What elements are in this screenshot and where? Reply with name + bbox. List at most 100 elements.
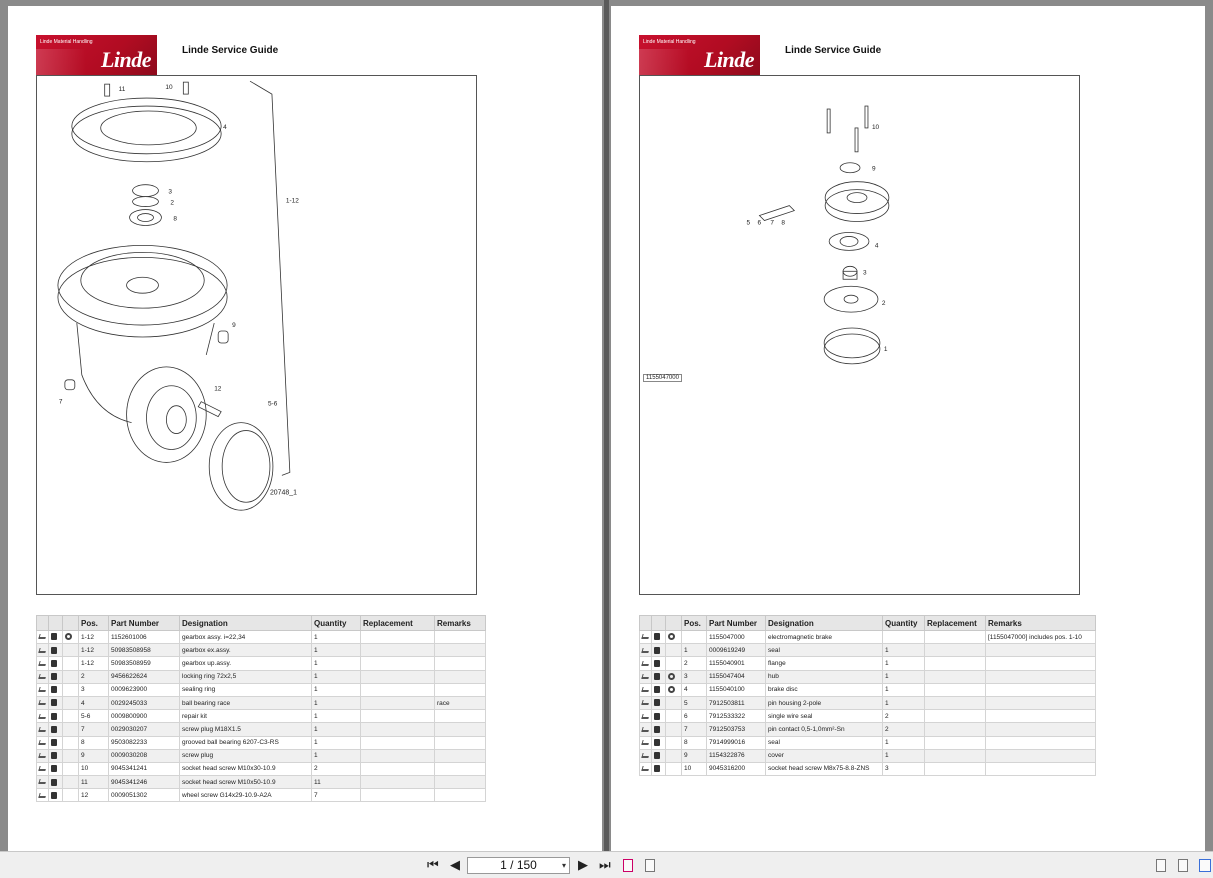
- cart-icon[interactable]: [641, 726, 650, 732]
- callout-2: 2: [170, 200, 174, 207]
- book-icon[interactable]: [654, 752, 660, 760]
- cell-pos: [681, 629, 707, 645]
- gear-icon[interactable]: [65, 633, 72, 641]
- cart-icon[interactable]: [38, 792, 47, 798]
- fit-width-icon[interactable]: [645, 859, 655, 872]
- book-icon[interactable]: [654, 646, 660, 654]
- two-page-view-icon[interactable]: [1199, 859, 1211, 872]
- cart-icon[interactable]: [38, 726, 47, 732]
- cell-designation: screw plug: [179, 748, 312, 763]
- continuous-view-icon[interactable]: [1178, 859, 1188, 872]
- cell-designation: flange: [765, 656, 883, 671]
- cart-icon[interactable]: [641, 753, 650, 759]
- single-page-view-icon[interactable]: [1156, 859, 1166, 872]
- book-icon[interactable]: [51, 752, 57, 760]
- cart-icon[interactable]: [38, 766, 47, 772]
- cart-icon[interactable]: [38, 739, 47, 745]
- cell-part-number: 9045316200: [706, 761, 766, 777]
- gear-icon[interactable]: [668, 673, 675, 681]
- gear-icon[interactable]: [668, 633, 675, 641]
- book-icon[interactable]: [51, 673, 57, 681]
- callout-6: 6: [757, 220, 761, 227]
- last-page-button[interactable]: ⏭: [599, 857, 611, 872]
- cell-remarks: [434, 748, 486, 763]
- book-icon[interactable]: [51, 738, 57, 746]
- cell-replacement: [360, 761, 435, 777]
- cart-icon[interactable]: [641, 700, 650, 706]
- cell-remarks: [985, 695, 1096, 711]
- cart-icon[interactable]: [641, 660, 650, 666]
- book-icon[interactable]: [51, 659, 57, 667]
- cell-designation: grooved ball bearing 6207-C3-RS: [179, 735, 312, 750]
- cell-part-number: 9045341246: [108, 775, 180, 790]
- cart-icon[interactable]: [641, 713, 650, 719]
- book-icon[interactable]: [51, 725, 57, 733]
- gear-icon[interactable]: [668, 686, 675, 694]
- book-icon[interactable]: [654, 738, 660, 746]
- book-icon[interactable]: [654, 725, 660, 733]
- cart-icon[interactable]: [38, 700, 47, 706]
- cell-part-number: 9045341241: [108, 761, 180, 777]
- cell-remarks: [434, 735, 486, 750]
- book-icon[interactable]: [51, 686, 57, 694]
- book-icon[interactable]: [654, 659, 660, 667]
- cell-replacement: [360, 656, 435, 671]
- cart-icon[interactable]: [38, 713, 47, 719]
- cart-icon[interactable]: [38, 647, 47, 653]
- cell-designation: single wire seal: [765, 709, 883, 724]
- book-icon[interactable]: [51, 646, 57, 654]
- page-number-select[interactable]: 1 / 150 ▾: [467, 857, 570, 874]
- cart-icon[interactable]: [641, 634, 650, 640]
- cell-pos: 6: [681, 709, 707, 724]
- prev-page-button[interactable]: ◀: [450, 857, 460, 872]
- cart-icon[interactable]: [38, 687, 47, 693]
- cell-pos: 2: [681, 656, 707, 671]
- cell-remarks: [1155047000] includes pos. 1-10: [985, 629, 1096, 645]
- cart-icon[interactable]: [38, 660, 47, 666]
- book-icon[interactable]: [51, 778, 57, 786]
- cell-part-number: 7912503811: [706, 695, 766, 711]
- cart-icon[interactable]: [641, 647, 650, 653]
- cart-icon[interactable]: [38, 634, 47, 640]
- cell-quantity: 11: [311, 775, 361, 790]
- book-icon[interactable]: [654, 712, 660, 720]
- cell-pos: 10: [78, 761, 109, 777]
- cell-designation: socket head screw M8x75-8.8-ZNS: [765, 761, 883, 777]
- cell-remarks: [434, 761, 486, 777]
- cart-icon[interactable]: [641, 673, 650, 679]
- cell-replacement: [360, 629, 435, 645]
- cart-icon[interactable]: [641, 739, 650, 745]
- fit-page-icon[interactable]: [623, 859, 633, 872]
- cell-quantity: 1: [882, 643, 925, 658]
- cell-remarks: [985, 709, 1096, 724]
- cell-part-number: 0009623900: [108, 682, 180, 697]
- book-icon[interactable]: [51, 699, 57, 707]
- book-icon[interactable]: [654, 699, 660, 707]
- assembly-reference-link[interactable]: 1155047000: [643, 374, 682, 382]
- cell-replacement: [360, 682, 435, 697]
- book-icon[interactable]: [51, 791, 57, 799]
- cart-icon[interactable]: [641, 766, 650, 772]
- cell-remarks: [985, 748, 1096, 763]
- cell-replacement: [924, 761, 986, 777]
- cart-icon[interactable]: [38, 673, 47, 679]
- cell-remarks: [434, 669, 486, 684]
- cell-designation: screw plug M18X1.5: [179, 722, 312, 737]
- next-page-button[interactable]: ▶: [578, 857, 588, 872]
- book-icon[interactable]: [51, 712, 57, 720]
- cart-icon[interactable]: [38, 779, 47, 785]
- book-icon[interactable]: [654, 633, 660, 641]
- book-icon[interactable]: [654, 765, 660, 773]
- book-icon[interactable]: [654, 673, 660, 681]
- cart-icon[interactable]: [38, 753, 47, 759]
- book-icon[interactable]: [654, 686, 660, 694]
- first-page-button[interactable]: ⏮: [427, 857, 439, 872]
- cart-icon[interactable]: [641, 687, 650, 693]
- book-icon[interactable]: [51, 633, 57, 641]
- book-icon[interactable]: [51, 765, 57, 773]
- col-replacement: Replacement: [924, 615, 986, 631]
